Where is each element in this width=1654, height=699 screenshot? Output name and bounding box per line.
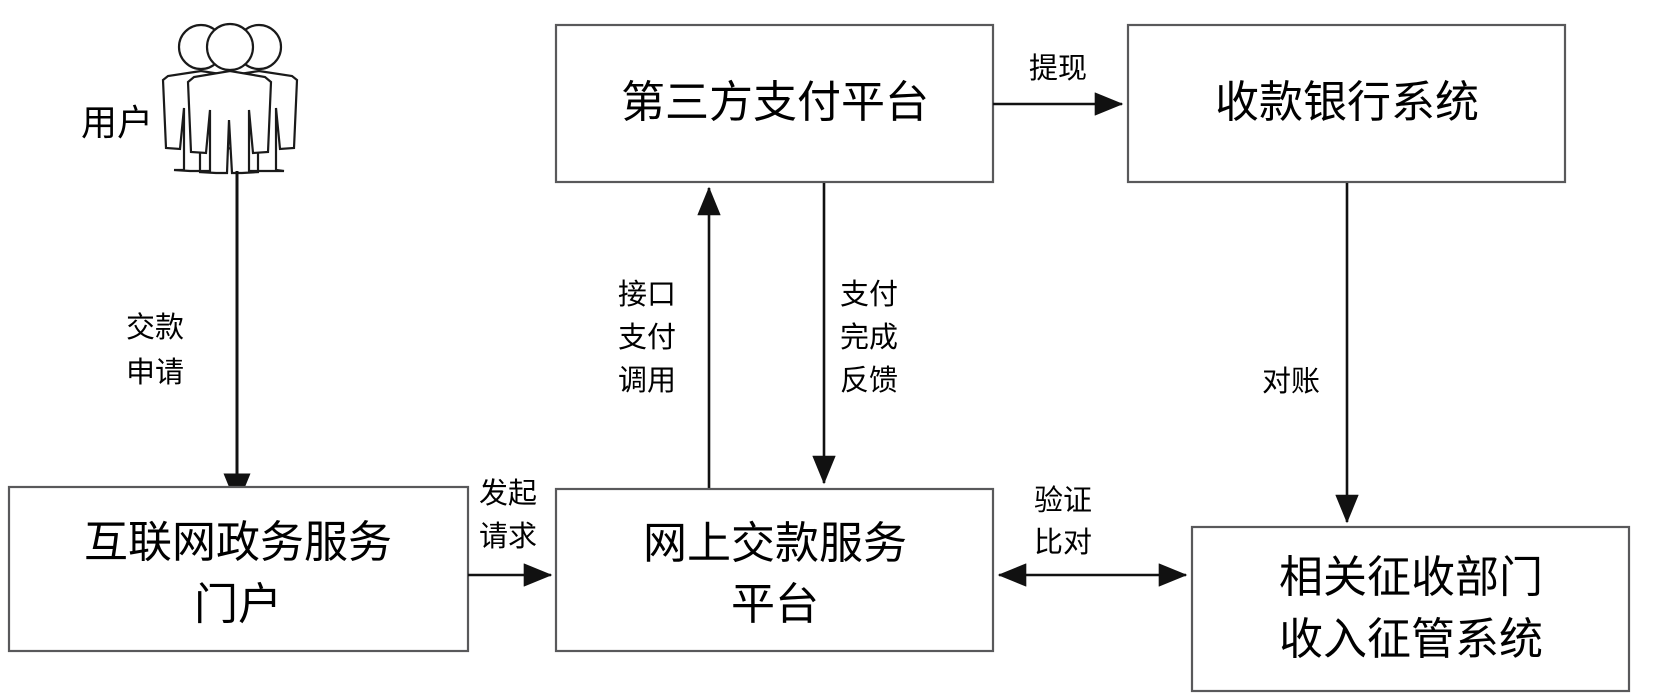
node-label-third-party-payment: 第三方支付平台 bbox=[621, 77, 929, 128]
node-revenue-collection-system[interactable]: 相关征收部门 收入征管系统 bbox=[1190, 525, 1631, 693]
edge-label-platform-to-thirdparty-line2: 支付 bbox=[618, 320, 676, 354]
edge-label-platform-to-revenue-line2: 比对 bbox=[1034, 525, 1092, 559]
edge-label-user-to-portal-line2: 申请 bbox=[126, 355, 184, 389]
edge-platform-to-thirdparty: 接口 支付 调用 bbox=[618, 186, 721, 489]
edge-label-bank-to-revenue: 对账 bbox=[1262, 364, 1320, 398]
node-label-gov-service-portal-line2: 门户 bbox=[194, 579, 282, 630]
node-label-gov-service-portal-line1: 互联网政务服务 bbox=[84, 517, 392, 568]
edge-portal-to-platform: 发起 请求 bbox=[468, 476, 553, 587]
edge-label-thirdparty-to-platform-line1: 支付 bbox=[840, 277, 898, 311]
node-label-revenue-collection-line1: 相关征收部门 bbox=[1279, 552, 1543, 603]
edge-user-to-portal: 交款 申请 bbox=[126, 171, 251, 507]
node-receiving-bank[interactable]: 收款银行系统 bbox=[1126, 23, 1567, 184]
edge-label-portal-to-platform-line2: 请求 bbox=[479, 519, 537, 553]
edge-platform-to-revenue: 验证 比对 bbox=[997, 483, 1188, 587]
users-group-icon bbox=[161, 22, 299, 175]
edge-thirdparty-to-bank: 提现 bbox=[993, 51, 1124, 116]
edge-label-thirdparty-to-platform-line3: 反馈 bbox=[840, 363, 898, 397]
node-label-receiving-bank: 收款银行系统 bbox=[1215, 77, 1479, 128]
node-label-online-payment-platform-line2: 平台 bbox=[731, 579, 819, 630]
edge-label-platform-to-thirdparty-line3: 调用 bbox=[618, 363, 676, 397]
edge-label-platform-to-thirdparty-line1: 接口 bbox=[618, 277, 676, 311]
edge-thirdparty-to-platform: 支付 完成 反馈 bbox=[812, 183, 898, 485]
node-label-online-payment-platform-line1: 网上交款服务 bbox=[643, 518, 907, 569]
node-gov-service-portal[interactable]: 互联网政务服务 门户 bbox=[7, 485, 470, 653]
edge-label-user-to-portal-line1: 交款 bbox=[126, 310, 184, 344]
actor-label: 用户 bbox=[81, 103, 153, 144]
node-online-payment-platform[interactable]: 网上交款服务 平台 bbox=[554, 487, 995, 653]
node-label-revenue-collection-line2: 收入征管系统 bbox=[1279, 614, 1543, 665]
edge-label-platform-to-revenue-line1: 验证 bbox=[1034, 483, 1092, 517]
edge-label-thirdparty-to-bank: 提现 bbox=[1029, 51, 1087, 85]
edge-bank-to-revenue: 对账 bbox=[1262, 183, 1359, 524]
edge-label-thirdparty-to-platform-line2: 完成 bbox=[840, 320, 898, 354]
edge-label-portal-to-platform-line1: 发起 bbox=[479, 476, 537, 510]
node-third-party-payment[interactable]: 第三方支付平台 bbox=[554, 23, 995, 184]
